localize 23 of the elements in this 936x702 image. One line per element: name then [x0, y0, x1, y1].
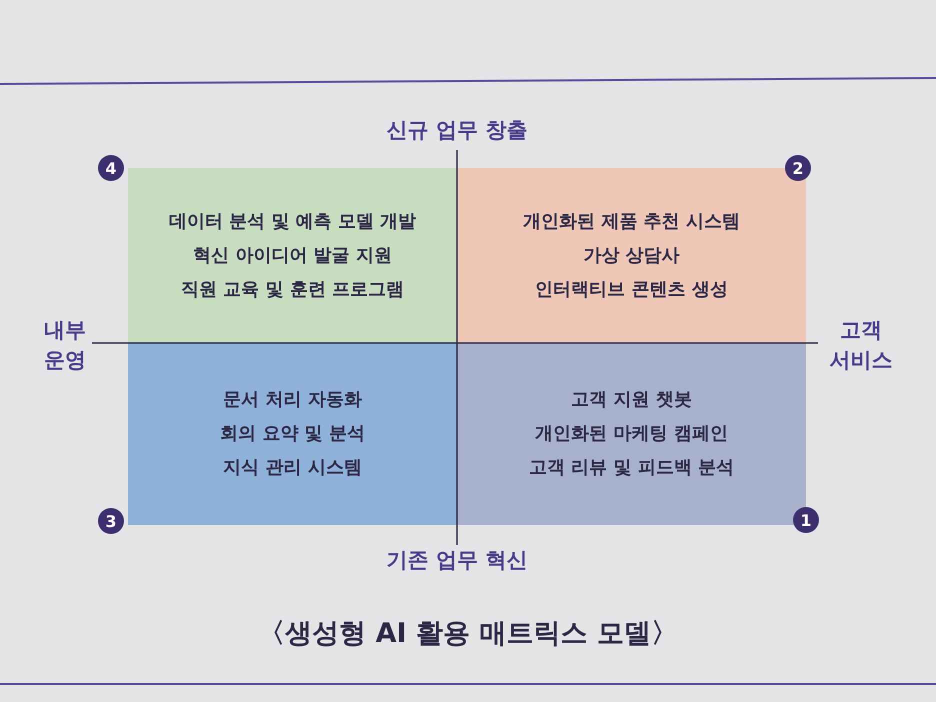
quadrant-item: 지식 관리 시스템 [223, 456, 362, 480]
axis-label: 내부 운영 [43, 317, 87, 374]
quadrant-panel [128, 343, 457, 525]
axis-label: 신규 업무 창출 [386, 117, 528, 144]
axis-label: 고객 서비스 [828, 317, 894, 374]
quadrant-item: 문서 처리 자동화 [223, 388, 362, 412]
number-badge: 1 [793, 507, 819, 533]
quadrant-panel [128, 168, 457, 343]
quadrant-item: 개인화된 마케팅 캠페인 [535, 422, 728, 446]
quadrant-item: 고객 리뷰 및 피드백 분석 [528, 456, 734, 480]
caption: 〈생성형 AI 활용 매트릭스 모델〉 [257, 617, 679, 651]
number-badge: 4 [98, 155, 124, 181]
quadrant-item: 직원 교육 및 훈련 프로그램 [180, 278, 404, 302]
number-badge: 2 [785, 155, 811, 181]
number-badge: 3 [98, 508, 124, 534]
quadrant-item: 고객 지원 챗봇 [571, 388, 692, 412]
quadrant-item: 회의 요약 및 분석 [220, 422, 365, 446]
quadrant-item: 데이터 분석 및 예측 모델 개발 [168, 210, 416, 234]
quadrant-item: 개인화된 제품 추천 시스템 [523, 210, 740, 234]
quadrant-item: 인터랙티브 콘텐츠 생성 [535, 278, 728, 302]
axis-label: 기존 업무 혁신 [386, 547, 528, 574]
quadrant-item: 가상 상담사 [583, 244, 680, 268]
quadrant-item: 혁신 아이디어 발굴 지원 [193, 244, 392, 268]
